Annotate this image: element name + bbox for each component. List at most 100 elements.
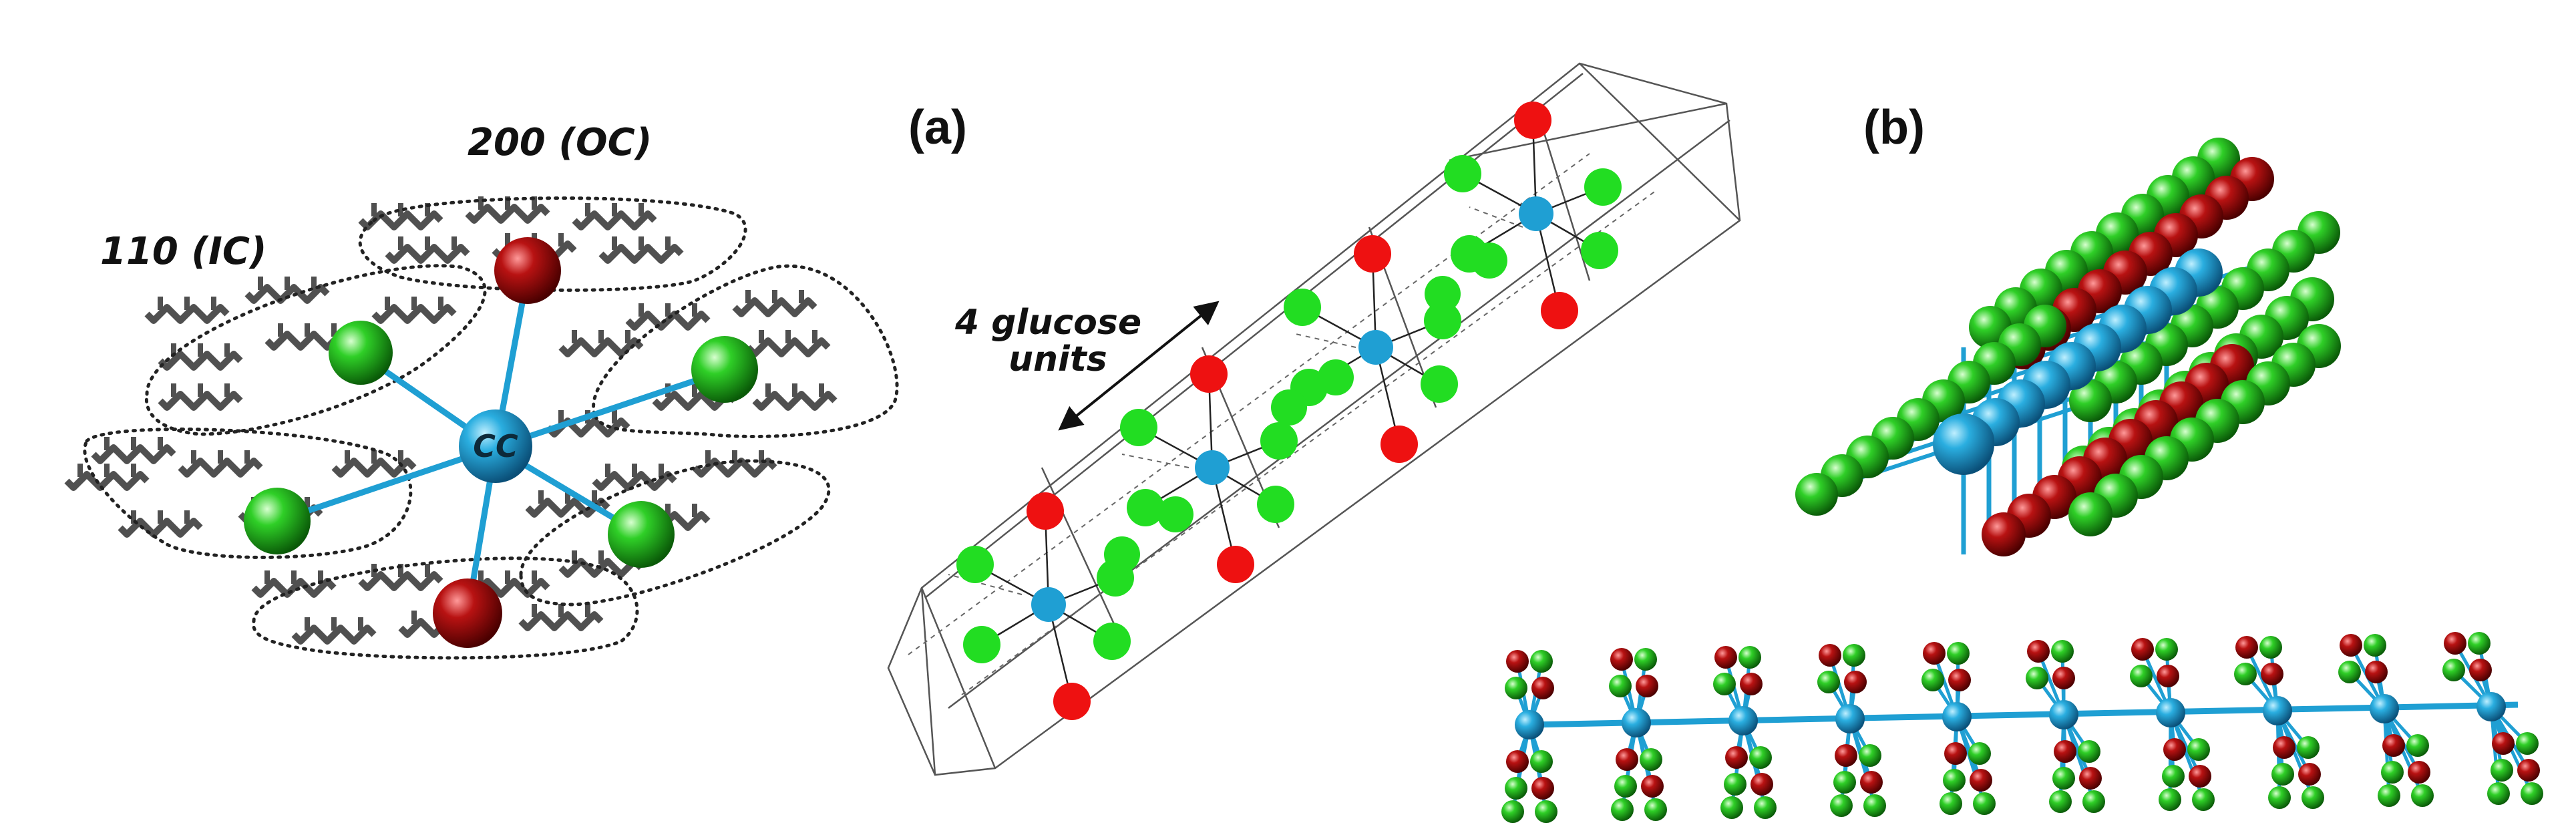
red-atom bbox=[2163, 738, 2186, 761]
cellulose-chain bbox=[625, 311, 711, 331]
red-atom bbox=[2079, 767, 2102, 790]
green-atom bbox=[1817, 671, 1840, 693]
red-atom bbox=[2052, 667, 2075, 689]
green-atom bbox=[1749, 746, 1772, 769]
red-atom bbox=[1514, 102, 1551, 139]
green-atom bbox=[1720, 796, 1743, 819]
green-atom bbox=[2297, 736, 2320, 759]
prism-edge bbox=[948, 120, 1730, 709]
center-atom bbox=[459, 409, 532, 483]
blue-atom bbox=[1835, 704, 1865, 733]
red-atom bbox=[1740, 673, 1763, 695]
cellulose-chain bbox=[251, 578, 337, 598]
green-atom bbox=[2381, 761, 2404, 784]
green-atom bbox=[1260, 422, 1298, 460]
green-atom bbox=[1863, 794, 1886, 817]
green-atom bbox=[1271, 389, 1307, 426]
red-atom-bottom bbox=[433, 578, 502, 648]
red-atom bbox=[1381, 426, 1418, 463]
prism-dashed-edge bbox=[1121, 454, 1189, 468]
cellulose-chain bbox=[331, 458, 417, 478]
green-atom bbox=[1634, 648, 1657, 671]
cellulose-chain bbox=[91, 444, 176, 464]
red-atom bbox=[1844, 671, 1867, 693]
green-atom-lower-left bbox=[244, 488, 311, 554]
sheet-boundaries bbox=[83, 196, 899, 660]
red-atom bbox=[1970, 769, 1992, 792]
cellulose-chain bbox=[64, 471, 150, 491]
green-atom bbox=[1584, 168, 1622, 206]
glucose-label-line1: 4 glucose bbox=[954, 303, 1141, 343]
green-atom bbox=[2516, 732, 2539, 755]
red-atom bbox=[2261, 663, 2283, 685]
green-atom bbox=[1425, 276, 1461, 312]
red-atom bbox=[2365, 661, 2388, 683]
cellulose-chain bbox=[291, 625, 377, 645]
red-atom bbox=[2157, 665, 2179, 687]
prism-dashed-edge bbox=[1469, 206, 1523, 228]
chain-side-view bbox=[1501, 632, 2543, 823]
red-atom bbox=[2408, 761, 2430, 784]
cellulose-chain bbox=[745, 337, 831, 357]
green-atom bbox=[2468, 632, 2491, 655]
green-atom bbox=[1943, 769, 1966, 792]
glucose-length-arrow bbox=[1058, 301, 1220, 431]
red-atom bbox=[1819, 644, 1841, 667]
green-atom bbox=[2487, 782, 2510, 805]
prism-dashed-edge bbox=[1295, 333, 1356, 348]
green-atom bbox=[2406, 734, 2429, 757]
green-atom bbox=[2338, 661, 2361, 683]
green-atom bbox=[2411, 784, 2434, 807]
green-atom bbox=[2187, 738, 2210, 761]
green-atom bbox=[1609, 675, 1632, 697]
green-atom bbox=[1284, 289, 1321, 326]
green-atom bbox=[1127, 489, 1164, 526]
red-atom bbox=[1616, 748, 1638, 771]
green-atom-upper-right bbox=[691, 336, 758, 403]
green-atom bbox=[1530, 750, 1553, 773]
red-atom bbox=[2298, 763, 2321, 786]
red-atom bbox=[1190, 355, 1228, 393]
green-atom bbox=[1471, 242, 1507, 279]
green-atom bbox=[1738, 646, 1761, 669]
blue-atom bbox=[1031, 587, 1066, 622]
blue-atom bbox=[1942, 702, 1972, 731]
green-atom bbox=[1581, 232, 1618, 269]
cellulose-chain bbox=[598, 244, 684, 264]
blue-atom bbox=[1515, 710, 1544, 739]
green-atom bbox=[1421, 365, 1458, 403]
label-110-ic: 110 (IC) bbox=[100, 230, 267, 273]
green-atom bbox=[2130, 665, 2153, 687]
green-atom bbox=[2378, 784, 2400, 807]
prism-edge bbox=[1579, 63, 1740, 221]
panel-a: (a) 4 glucose units bbox=[887, 62, 1741, 776]
green-atom bbox=[1424, 302, 1461, 339]
green-atom bbox=[2051, 640, 2074, 663]
green-atom bbox=[1968, 742, 1991, 765]
panel-b-label: (b) bbox=[1863, 101, 1925, 154]
sheet-boundary-110-upper-left bbox=[144, 264, 487, 436]
green-atom bbox=[2271, 763, 2294, 786]
green-atom bbox=[1713, 673, 1736, 695]
red-atom bbox=[1948, 669, 1971, 691]
cellulose-chain bbox=[752, 391, 838, 411]
green-atom bbox=[1505, 677, 1527, 699]
green-atom bbox=[2259, 636, 2282, 659]
green-atom bbox=[2192, 788, 2215, 811]
green-atom bbox=[1120, 409, 1157, 446]
green-atom bbox=[2268, 786, 2291, 809]
cellulose-chain bbox=[572, 210, 657, 230]
bond-to-lower-left-green bbox=[274, 444, 499, 524]
green-atom bbox=[1318, 359, 1354, 395]
green-atom bbox=[2159, 788, 2181, 811]
green-atom bbox=[2162, 765, 2185, 788]
prism-edge bbox=[920, 587, 996, 769]
green-atom bbox=[2082, 790, 2105, 813]
crystal-3d-model bbox=[1795, 138, 2341, 556]
red-atom bbox=[1751, 773, 1773, 796]
red-atom bbox=[1636, 675, 1658, 697]
blue-atom bbox=[2370, 694, 2399, 723]
green-atom bbox=[2521, 782, 2543, 805]
cellulose-chain bbox=[525, 498, 610, 518]
